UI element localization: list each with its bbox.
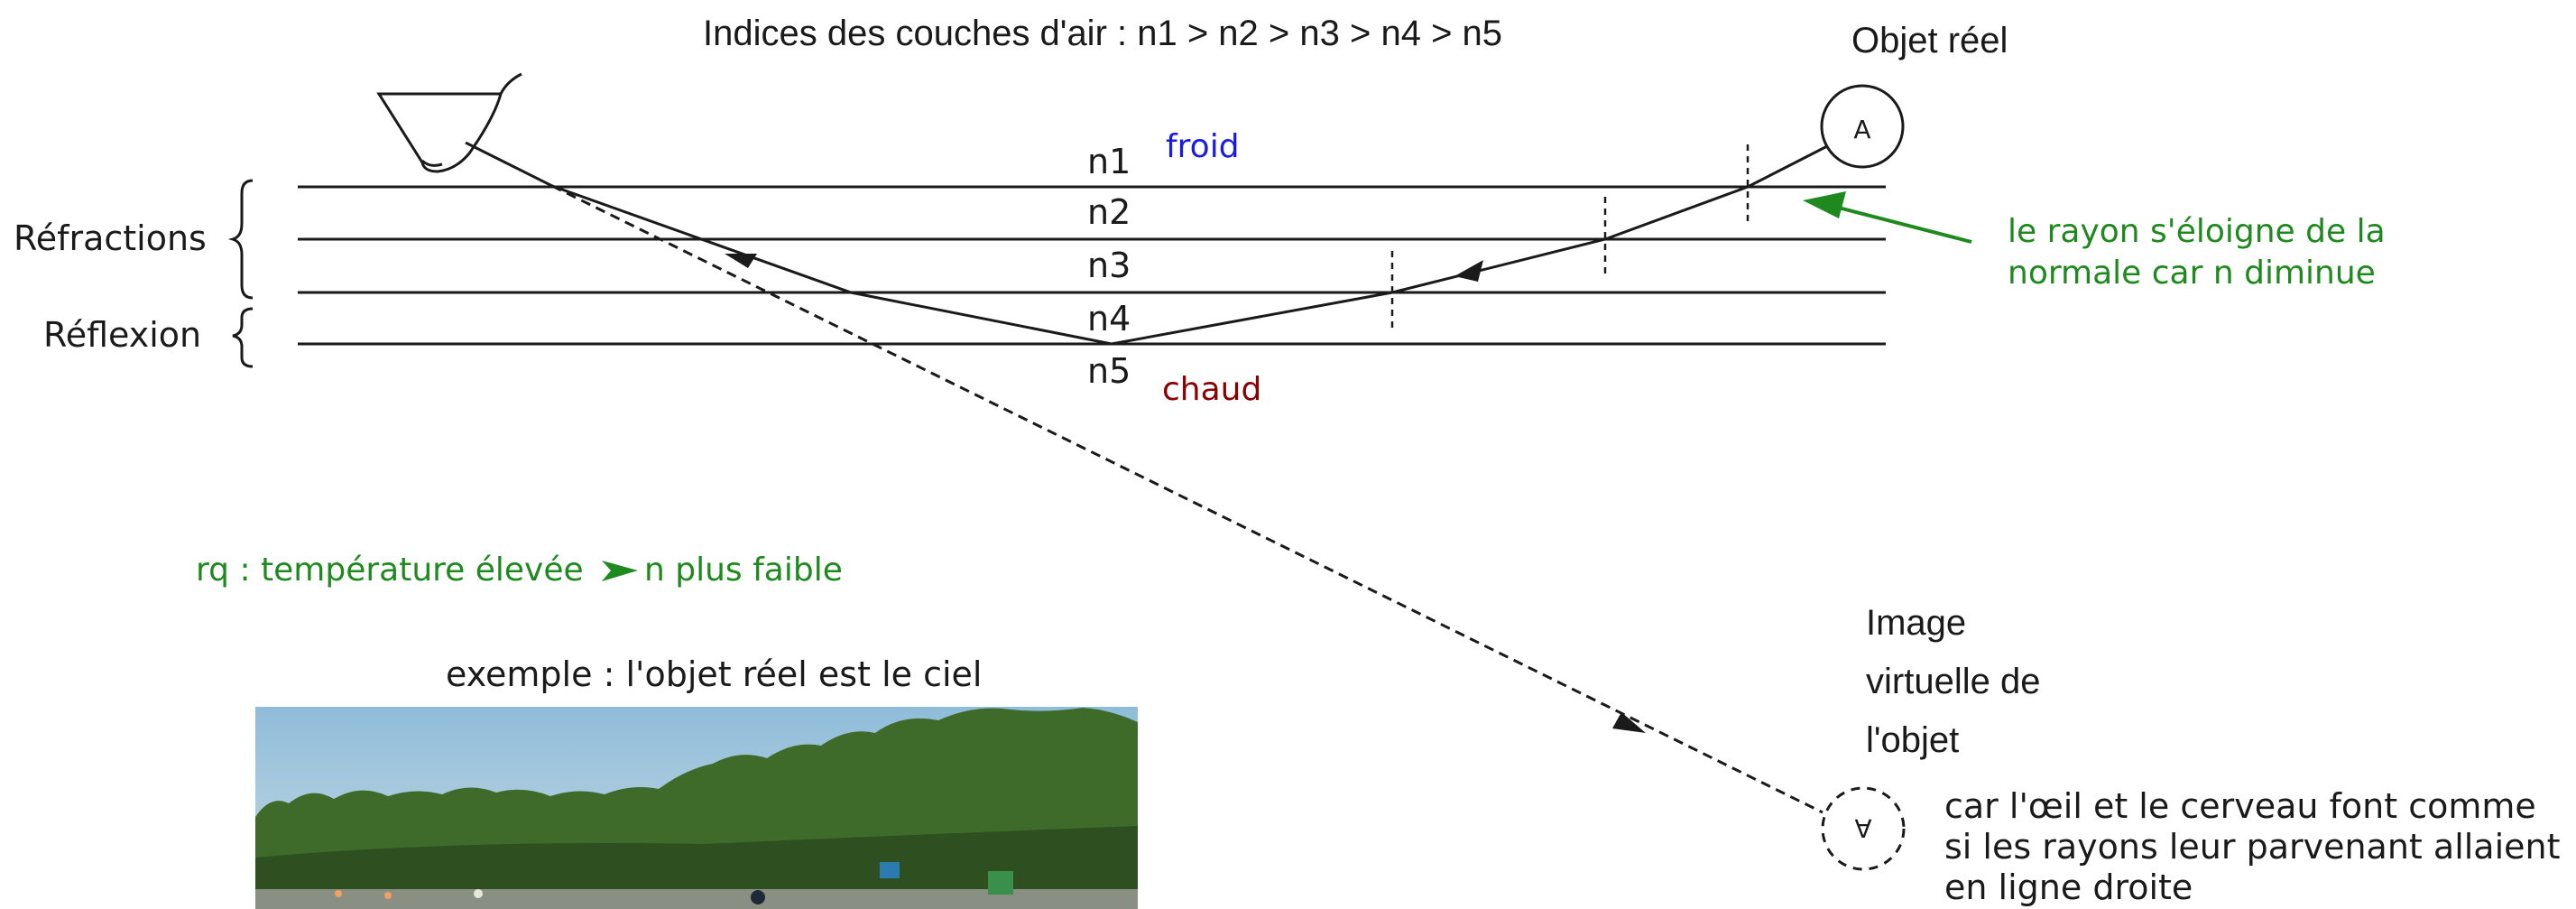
reflexion-brace (232, 307, 254, 368)
virtual-image-circle (1821, 786, 1906, 871)
diagram-title: Indices des couches d'air : n1 > n2 > n3… (703, 14, 1502, 53)
ray-arrowhead-left (725, 254, 757, 268)
layer-label-n5: n5 (1087, 351, 1131, 391)
froid-label: froid (1166, 128, 1240, 165)
remark-prefix: rq : température élevée (196, 552, 584, 589)
annotation-ray-line1: le rayon s'éloigne de la (2008, 213, 2386, 250)
chaud-label: chaud (1162, 371, 1261, 408)
annotation-arrowhead (1803, 191, 1846, 218)
real-object-letter: A (1853, 115, 1870, 144)
explain-line2: si les rayons leur parvenant allaient (1944, 827, 2561, 867)
layer-label-n3: n3 (1087, 246, 1131, 285)
annotation-ray-line2: normale car n diminue (2008, 255, 2376, 292)
refractions-brace (227, 179, 254, 300)
explain-line3: en ligne droite (1944, 867, 2193, 907)
remark-arrow-icon (602, 561, 638, 581)
virtual-image-letter: A (1854, 813, 1871, 843)
real-object-label: Objet réel (1851, 21, 2008, 60)
layer-label-n2: n2 (1087, 192, 1131, 232)
virtual-ray-arrowhead (1612, 712, 1646, 733)
real-object-circle (1820, 84, 1905, 169)
virtual-ray (551, 184, 1824, 814)
normals (1390, 144, 1750, 329)
example-photo (255, 707, 1138, 909)
ray-arrowhead-right (1454, 260, 1483, 282)
annotation-arrow-line (1831, 204, 1972, 244)
reflexion-label: Réflexion (43, 315, 201, 355)
image-label-line1: Image (1866, 603, 1966, 643)
image-label-line2: virtuelle de (1866, 662, 2040, 701)
layer-label-n4: n4 (1087, 299, 1131, 339)
eye-icon (376, 72, 522, 173)
refractions-label: Réfractions (14, 218, 207, 258)
remark-suffix: n plus faible (644, 552, 843, 589)
air-layer-boundaries (298, 185, 1886, 346)
explain-line1: car l'œil et le cerveau font comme (1944, 786, 2536, 826)
image-label-line3: l'objet (1866, 720, 1959, 760)
light-ray (465, 141, 1828, 346)
layer-label-n1: n1 (1087, 142, 1131, 181)
example-caption: exemple : l'objet réel est le ciel (446, 654, 982, 694)
